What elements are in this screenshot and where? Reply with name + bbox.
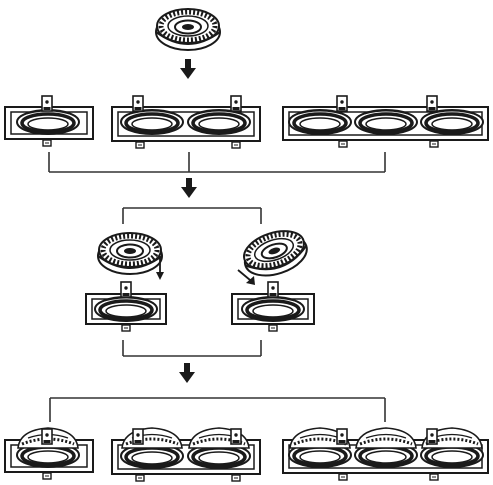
flow-arrow-3: [179, 363, 195, 383]
insert-straight: [85, 233, 167, 332]
flow-arrow-1: [180, 59, 196, 79]
assembled-triple: [282, 426, 489, 481]
tilt-arrow-icon: [237, 269, 255, 285]
assembled-single: [4, 426, 94, 480]
bracket-step-3-top: [122, 207, 262, 224]
bracket-step-3-bottom: [122, 340, 262, 357]
step-1-lamp-module: [156, 9, 220, 50]
bracket-step-2: [48, 152, 386, 173]
step-3-insert-module: [85, 224, 315, 332]
frame-double: [111, 95, 261, 149]
frame-single: [4, 95, 94, 147]
insert-tilted: [231, 224, 315, 332]
assembled-double: [111, 426, 261, 482]
step-2-empty-frames: [4, 95, 489, 149]
down-arrow-icon: [156, 258, 164, 280]
step-4-assembled-frames: [4, 426, 489, 482]
flow-arrow-2: [181, 178, 197, 198]
bracket-step-4: [49, 397, 386, 422]
frame-triple: [282, 95, 489, 148]
